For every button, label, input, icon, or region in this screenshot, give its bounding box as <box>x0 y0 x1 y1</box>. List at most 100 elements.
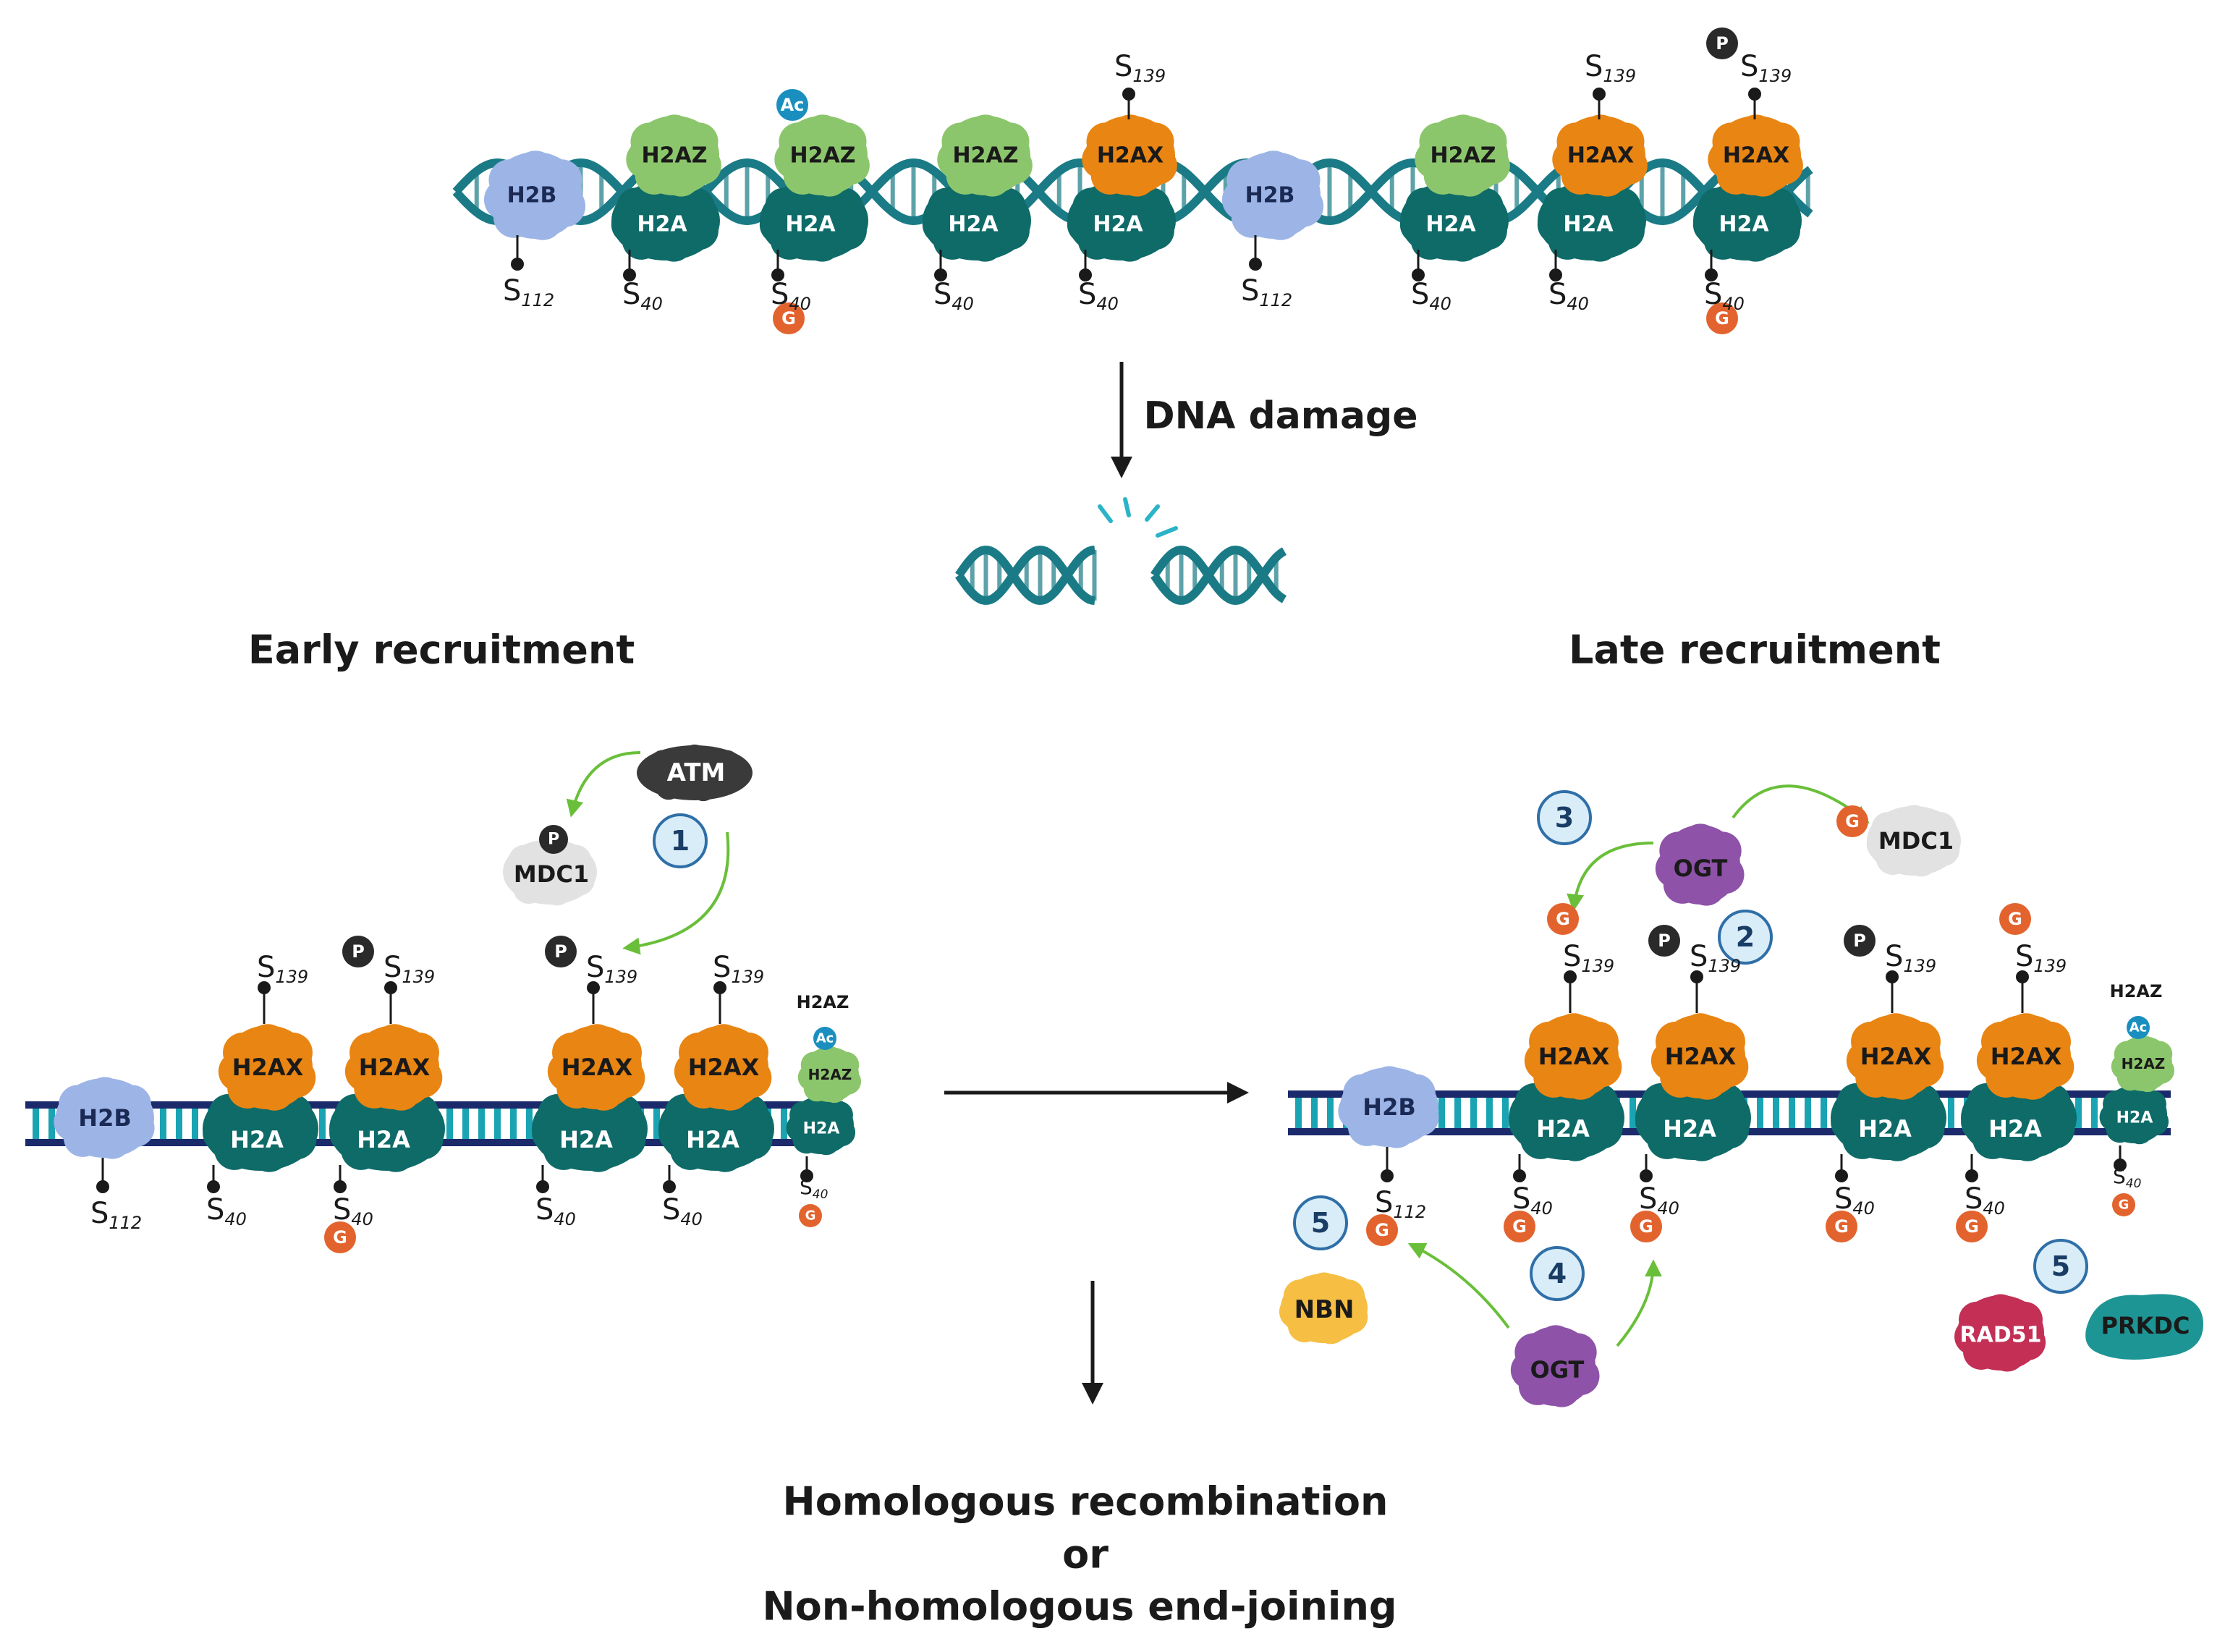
late-unit-4-s40-label: S40 <box>1834 1182 1875 1219</box>
nbn-label: NBN <box>1294 1295 1355 1324</box>
rad51-label: RAD51 <box>1960 1323 2042 1348</box>
top-unit-4-s40-label: S40 <box>933 278 974 314</box>
top-unit-8-s139-label: S139 <box>1585 50 1636 86</box>
broken-dna-left <box>955 545 1097 606</box>
prkdc-blob <box>2085 1294 2203 1360</box>
late-mdc1-glcnac-mark <box>1836 805 1868 837</box>
early-unit-3-phospho-mark-label: P <box>352 941 365 962</box>
step-5-left <box>1293 1195 1348 1250</box>
late-unit-6-acetyl-mark-label: Ac <box>2129 1020 2148 1035</box>
step-1-label: 1 <box>671 825 690 857</box>
late-unit-3-s40-dot <box>1640 1169 1653 1182</box>
late-unit-4-phospho-mark-label: P <box>1853 931 1866 951</box>
step-5-right-label: 5 <box>2051 1250 2070 1282</box>
top-unit-1-s112-label: S112 <box>503 274 554 310</box>
top-unit-9-h2a-label: H2A <box>1718 212 1769 237</box>
early-unit-6-s40-label: S40 <box>800 1175 828 1202</box>
step-5-right <box>2033 1239 2088 1294</box>
top-unit-9-phospho-mark <box>1706 27 1738 59</box>
proteins-layer <box>54 27 2203 1407</box>
top-unit-2-h2az-label: H2AZ <box>642 143 708 169</box>
top-unit-1-s112-dot <box>511 258 524 271</box>
late-unit-4-s139-label: S139 <box>1885 940 1936 976</box>
step-3-label: 3 <box>1555 802 1574 834</box>
broken-dna-right <box>1150 545 1287 606</box>
top-unit-9-h2ax-label: H2AX <box>1723 143 1789 169</box>
early-unit-6-glcnac-mark-label: G <box>805 1208 816 1224</box>
late-unit-2-glcnac-mark-label: G <box>1512 1216 1527 1237</box>
top-unit-2-h2a <box>611 179 720 262</box>
late-unit-1-s112-label: S112 <box>1375 1186 1426 1222</box>
late-unit-2-s40-label: S40 <box>1512 1182 1553 1219</box>
late-unit-5-s40-dot <box>1965 1169 1978 1182</box>
step-2-label: 2 <box>1736 921 1755 953</box>
early-mdc1-blob <box>503 838 597 906</box>
top-unit-8-h2a <box>1537 179 1646 262</box>
late-unit-6-h2az-caption: H2AZ <box>2110 981 2163 1001</box>
late-unit-2-glcnac-mark <box>1504 1211 1535 1242</box>
early-unit-5-s139-dot <box>713 981 726 994</box>
late-unit-2-s139-label: S139 <box>1563 940 1614 976</box>
late-unit-5-s40-label: S40 <box>1965 1182 2005 1219</box>
early-unit-6-h2az <box>797 1046 862 1104</box>
early-unit-6-h2az-label: H2AZ <box>808 1066 852 1083</box>
labels-layer: H2BS112H2AH2AZS40H2AH2AZS40AcGH2AH2AZS40… <box>78 33 2190 1630</box>
late-ogt-bottom-blob <box>1510 1325 1600 1407</box>
top-unit-2-s40-dot <box>623 268 636 281</box>
early-unit-5-s40-dot <box>663 1180 676 1193</box>
late-unit-1-h2b-label: H2B <box>1362 1093 1415 1121</box>
step-2 <box>1718 910 1773 965</box>
top-unit-3-s40-dot <box>771 268 784 281</box>
early-unit-3-s139-dot <box>384 981 397 994</box>
early-unit-3-h2ax <box>344 1024 443 1111</box>
early-unit-1-s112-dot <box>96 1180 109 1193</box>
early-unit-1-s112-label: S112 <box>90 1197 142 1233</box>
top-unit-4-h2az-label: H2AZ <box>953 143 1019 169</box>
top-unit-3-h2a-label: H2A <box>785 212 836 237</box>
late-unit-3-h2ax-label: H2AX <box>1665 1043 1737 1070</box>
atm-blob <box>637 744 753 802</box>
top-unit-8-s40-label: S40 <box>1548 278 1589 314</box>
top-unit-9-glcnac-mark <box>1706 302 1738 334</box>
late-unit-2-h2ax-label: H2AX <box>1538 1043 1610 1070</box>
early-recruitment-heading: Early recruitment <box>248 627 635 673</box>
outcome-line-2: or <box>1062 1532 1109 1577</box>
late-unit-2-h2ax <box>1524 1013 1622 1100</box>
late-unit-4-h2ax-label: H2AX <box>1860 1043 1932 1070</box>
top-unit-5-s40-label: S40 <box>1078 278 1119 314</box>
prkdc-label: PRKDC <box>2101 1312 2190 1339</box>
early-unit-2-s139-label: S139 <box>257 951 308 987</box>
late-unit-5-glcnac-mark-label: G <box>1965 1216 1979 1237</box>
late-unit-4-h2a-label: H2A <box>1858 1115 1912 1143</box>
top-unit-6-s112-dot <box>1249 258 1262 271</box>
late-unit-6-s40-dot <box>2114 1158 2127 1172</box>
early-unit-1-h2b-label: H2B <box>78 1104 131 1132</box>
late-mdc1-blob <box>1866 805 1961 877</box>
late-unit-1-glcnac-mark <box>1366 1214 1398 1246</box>
top-unit-5-s139-label: S139 <box>1114 50 1166 86</box>
early-unit-4-phospho-mark-label: P <box>554 941 567 962</box>
top-unit-7-s40-label: S40 <box>1411 278 1451 314</box>
late-unit-5-h2ax-label: H2AX <box>1991 1043 2062 1070</box>
top-unit-3-glcnac-mark <box>773 302 805 334</box>
top-unit-9-s139-dot <box>1748 88 1761 101</box>
late-unit-5-h2a-label: H2A <box>1988 1115 2042 1143</box>
late-unit-2-s40-dot <box>1513 1169 1526 1182</box>
early-unit-4-s40-dot <box>536 1180 549 1193</box>
top-unit-1-h2b <box>483 151 586 240</box>
early-unit-4-h2ax <box>547 1024 645 1111</box>
late-unit-2-glcnac-top-mark-label: G <box>1556 909 1570 929</box>
top-unit-6-h2b-label: H2B <box>1245 183 1295 208</box>
early-unit-6-h2az-caption: H2AZ <box>797 992 849 1012</box>
early-unit-3-s139-label: S139 <box>383 951 435 987</box>
top-unit-2-s40-label: S40 <box>622 278 663 314</box>
top-unit-8-s139-dot <box>1593 88 1606 101</box>
top-unit-4-h2a-label: H2A <box>948 212 999 237</box>
late-unit-3-s139-label: S139 <box>1690 940 1741 976</box>
late-unit-4-glcnac-mark <box>1826 1211 1857 1242</box>
late-unit-6-h2a-label: H2A <box>2116 1109 2153 1127</box>
early-unit-5-s139-label: S139 <box>713 951 764 987</box>
top-unit-9-h2a <box>1692 179 1802 262</box>
late-unit-6-s40-label: S40 <box>2113 1164 2141 1191</box>
early-unit-6-acetyl-mark <box>813 1027 836 1050</box>
